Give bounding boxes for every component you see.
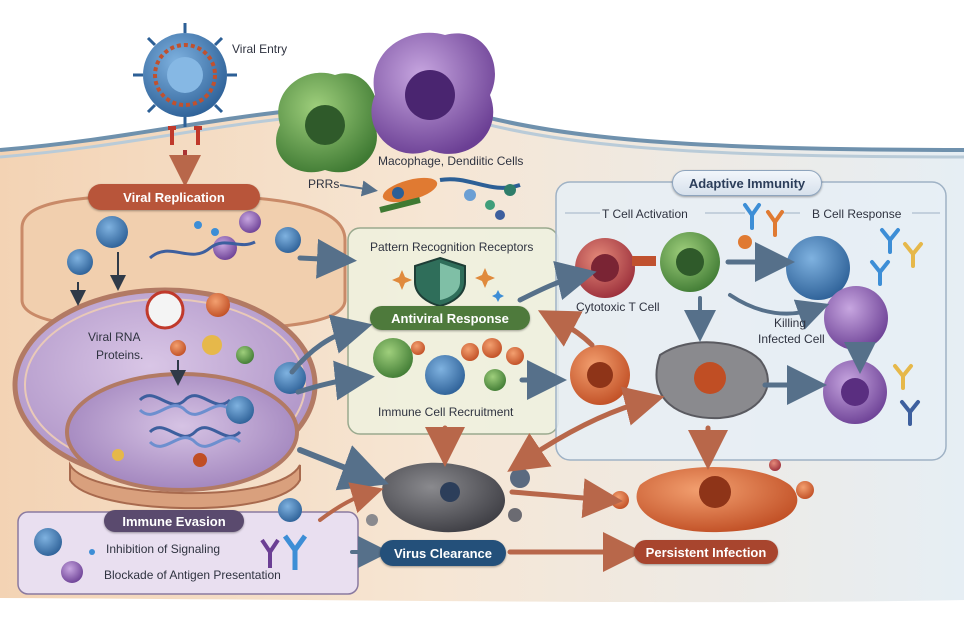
label-killing: Killing	[774, 316, 807, 330]
replicating-virions	[67, 211, 306, 467]
entering-virus	[133, 23, 237, 127]
label-viral-rna: Viral RNA	[88, 330, 141, 344]
flow-arrows	[289, 238, 876, 572]
replication-arrows	[70, 252, 186, 386]
label-b-cell-response: B Cell Response	[812, 207, 902, 221]
label-t-cell-activation: T Cell Activation	[602, 207, 688, 221]
pill-virus-clearance: Virus Clearance	[380, 540, 506, 566]
label-immune-cell-recruitment: Immune Cell Recruitment	[378, 405, 514, 419]
label-prrs: PRRs	[308, 177, 340, 191]
prr-molecules	[339, 177, 521, 220]
pill-adaptive-immunity: Adaptive Immunity	[672, 170, 822, 196]
label-viral-entry: Viral Entry	[232, 42, 288, 56]
persistent-infected-cell	[611, 459, 814, 533]
macrophage-green	[276, 72, 378, 173]
label-infected-cell: Infected Cell	[758, 332, 825, 346]
evasion-icons	[34, 498, 308, 583]
entry-receptors	[168, 126, 202, 187]
sparkles	[392, 268, 504, 302]
pill-antiviral-response: Antiviral Response	[370, 306, 530, 330]
prr-panel	[347, 227, 559, 435]
label-proteins: Proteins.	[96, 348, 144, 362]
label-cytotoxic-t-cell: Cytotoxic T Cell	[576, 300, 660, 314]
antibodies	[738, 203, 923, 426]
pill-immune-evasion: Immune Evasion	[104, 510, 244, 532]
macrophage-purple	[371, 32, 495, 154]
label-pattern-recognition: Pattern Recognition Receptors	[370, 240, 534, 254]
pill-viral-replication: Viral Replication	[88, 184, 260, 210]
label-blockade-antigen: Blockade of Antigen Presentation	[104, 568, 281, 582]
pill-persistent-infection: Persistent Infection	[634, 540, 778, 564]
label-macrophage: Macophage, Dendiitic Cells	[378, 154, 524, 168]
label-inhibition-of-signaling: Inhibition of Signaling	[106, 542, 221, 556]
recruited-cells	[373, 338, 524, 395]
